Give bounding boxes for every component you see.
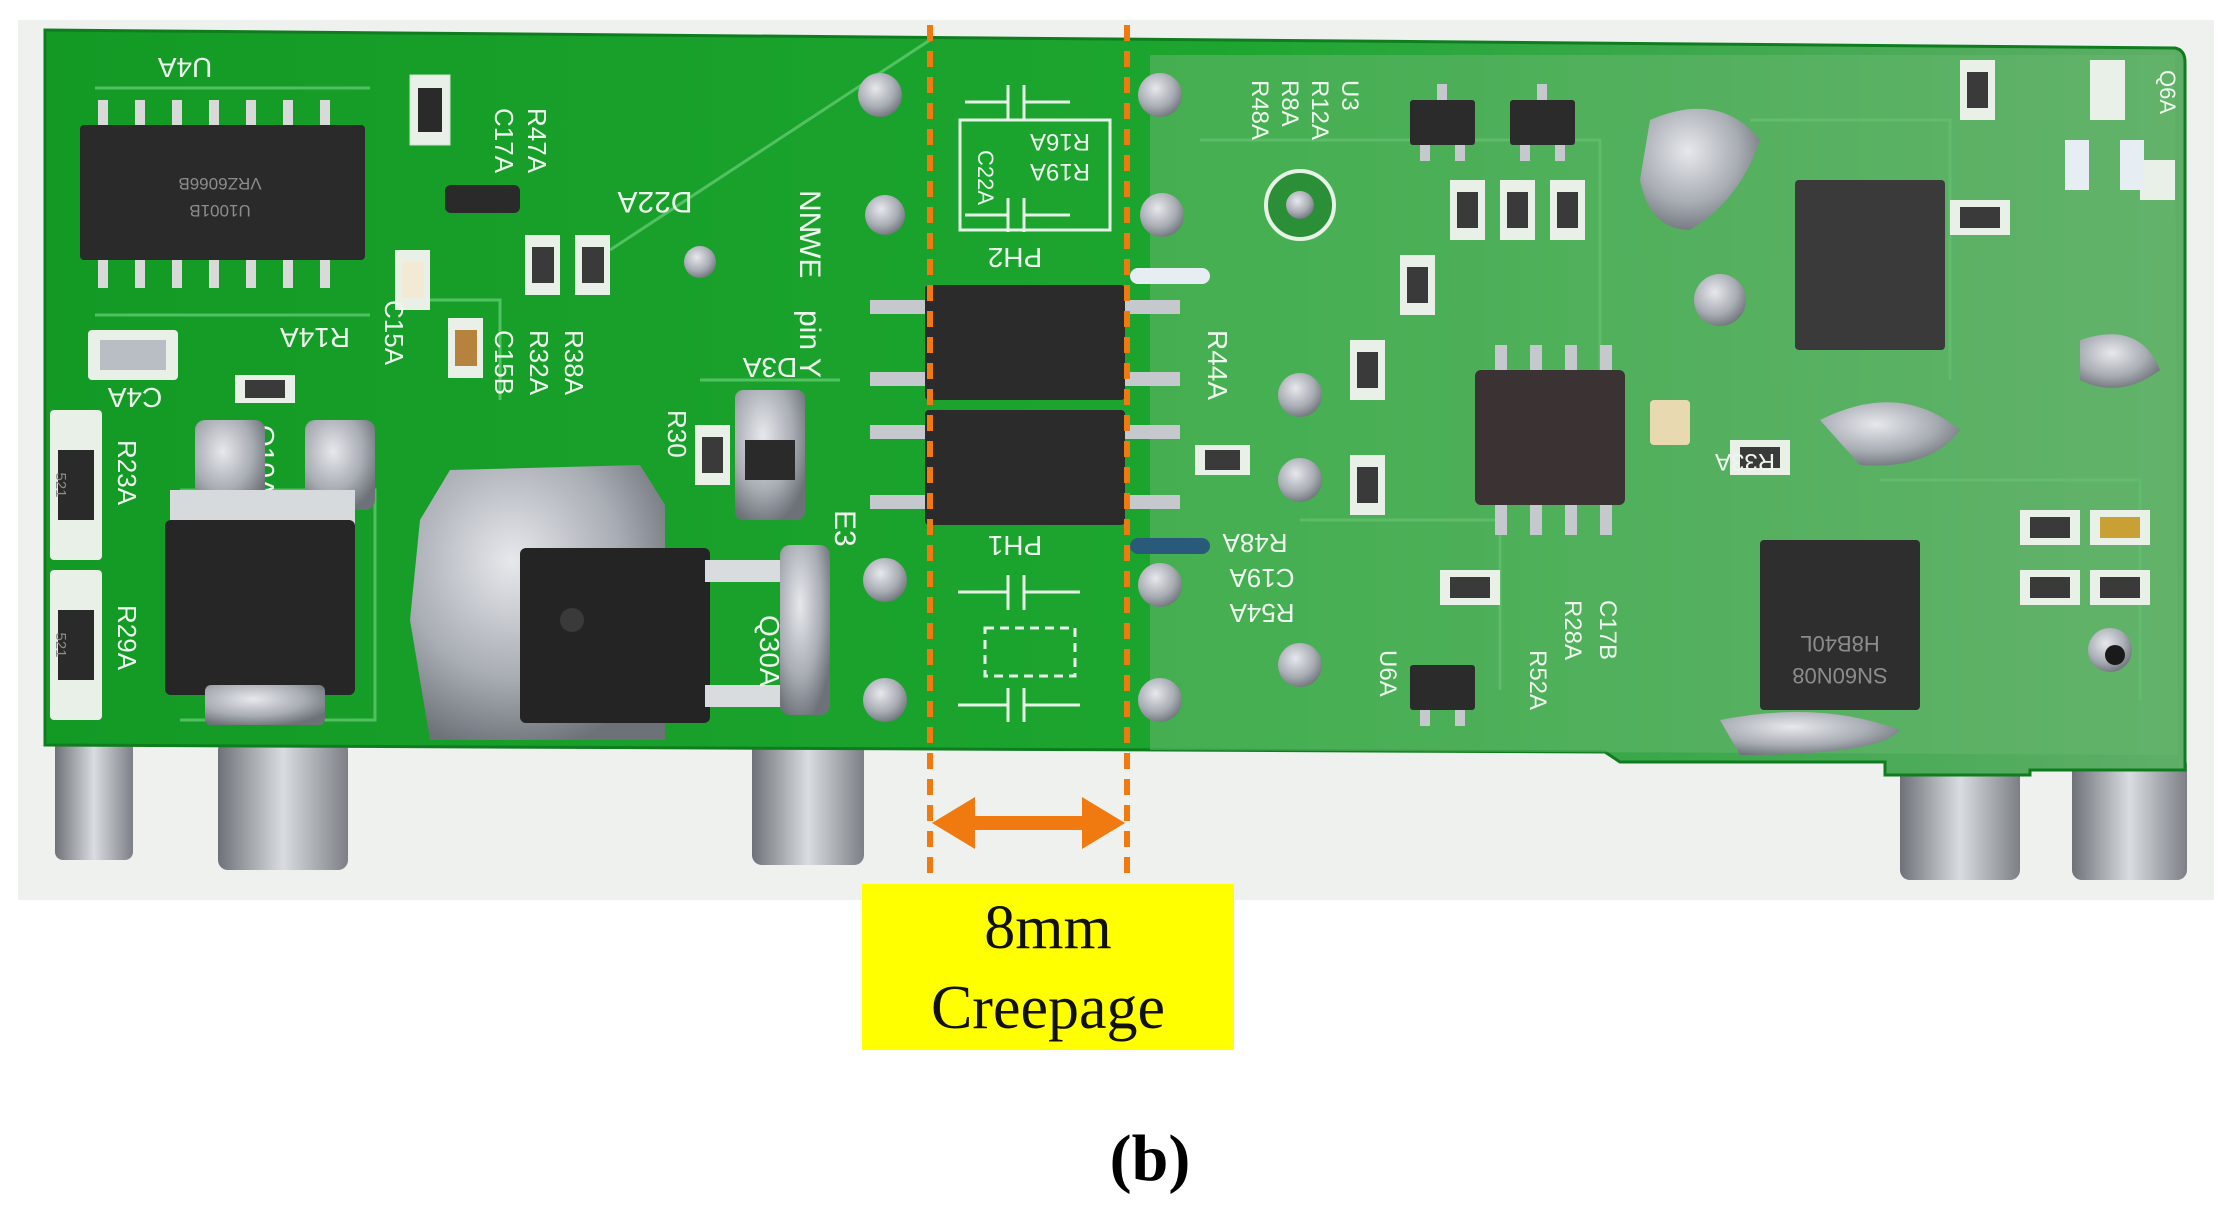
label-r48b: R48A: [1246, 80, 1273, 140]
label-r30: R30: [662, 410, 692, 458]
u4a-ic: VRZ6066B U1001B: [80, 100, 365, 288]
sr-chip-mark-2: SN60N08: [1792, 663, 1887, 688]
slot-bottom: [1130, 538, 1210, 554]
label-r29a: R29A: [112, 605, 142, 671]
optocoupler-ph1: [870, 410, 1180, 525]
label-d3a: D3A: [742, 352, 797, 383]
svg-text:U1001B: U1001B: [189, 201, 250, 220]
label-d22a: D22A: [617, 185, 692, 218]
label-c4a: C4A: [107, 382, 162, 413]
qfn-mosfet-sr: H8B40L SN60N08: [1760, 540, 1920, 710]
label-r47a: R47A: [522, 108, 552, 174]
label-c17b: C17B: [1594, 600, 1621, 660]
pin: [218, 740, 348, 870]
label-nn: NN: [793, 190, 826, 233]
pin: [752, 740, 864, 865]
board-pins: [55, 740, 2187, 880]
label-r54a: R54A: [1229, 598, 1295, 628]
pin: [1900, 755, 2020, 880]
pin: [2072, 755, 2187, 880]
label-q6a: Q6A: [2155, 70, 2180, 114]
label-u6a: U6A: [1374, 650, 1401, 697]
creepage-callout-box: [862, 884, 1234, 1050]
label-ph1: PH1: [988, 530, 1042, 561]
creepage-guides: [927, 25, 1130, 880]
figure-caption: (b): [1110, 1122, 1191, 1195]
label-u3: U3: [1336, 80, 1363, 111]
label-e3: E3: [828, 510, 861, 547]
label-r19a: R19A: [1030, 158, 1090, 185]
label-we: WE: [793, 230, 826, 278]
callout-line-1: 8mm: [984, 894, 1111, 962]
label-r28a: R28A: [1559, 600, 1586, 660]
label-r44a: R44A: [1202, 330, 1233, 400]
d3a-area: [695, 390, 805, 520]
solder-blobs: [1640, 108, 2160, 755]
y-capacitor-outlines: [958, 85, 1112, 722]
label-ph2: PH2: [988, 242, 1042, 273]
label-r16a: R16A: [1030, 128, 1090, 155]
through-hole-pads-left: [684, 73, 907, 722]
sot23-transistors: [1410, 84, 1575, 726]
label-q30a: Q30A: [754, 615, 785, 687]
slot-top: [1130, 268, 1210, 284]
label-c17a: C17A: [489, 108, 519, 174]
label-r38a: R38A: [559, 330, 589, 396]
left-edge-parts: 521 521: [50, 410, 102, 720]
secondary-smd-parts: [1195, 60, 2175, 605]
svg-text:VRZ6066B: VRZ6066B: [178, 174, 261, 193]
main-mosfet: [410, 465, 830, 740]
label-r48a: R48A: [1222, 528, 1288, 558]
label-zener-1: 521: [52, 472, 69, 497]
label-c22a: C22A: [973, 150, 998, 205]
label-r12a: R12A: [1306, 80, 1333, 140]
soic8-controller: [1475, 345, 1625, 535]
through-hole-pads-right: [1138, 73, 1336, 722]
sr-chip-mark-1: H8B40L: [1800, 631, 1880, 656]
label-r33a: R33A: [1715, 448, 1775, 475]
label-u4a: U4A: [157, 52, 212, 83]
label-r14a: R14A: [280, 322, 350, 353]
label-r52a: R52A: [1524, 650, 1551, 710]
q10a-mosfet: [165, 420, 375, 725]
callout-line-2: Creepage: [931, 974, 1165, 1042]
label-c15a: C15A: [379, 300, 409, 366]
creepage-arrow: [932, 797, 1125, 849]
qfn-mosfet-top: [1795, 180, 1945, 350]
right-edge-slots: [2065, 140, 2144, 665]
label-pin: pin Y: [793, 310, 826, 378]
label-r32a: R32A: [524, 330, 554, 396]
label-c15b: C15B: [489, 330, 519, 395]
label-zener-2: 521: [52, 632, 69, 657]
label-r8a: R8A: [1276, 80, 1303, 127]
smd-cluster-top-left: [88, 74, 610, 403]
optocoupler-ph2: [870, 285, 1180, 400]
label-c19a: C19A: [1229, 563, 1295, 593]
pin: [55, 740, 133, 860]
label-r23a: R23A: [112, 440, 142, 506]
